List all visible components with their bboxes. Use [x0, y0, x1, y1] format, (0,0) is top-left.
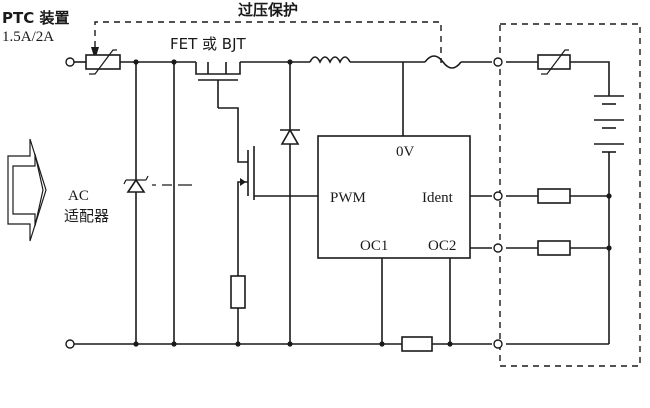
ic-0v-pin-label: 0V — [396, 144, 415, 160]
ic-oc1-pin-label: OC1 — [360, 238, 389, 254]
junction-nodes — [133, 59, 612, 347]
terminals — [65, 57, 503, 349]
ic-ident-pin-label: Ident — [422, 190, 453, 206]
freewheel-diode — [280, 62, 300, 344]
ic-pwm-pin-label: PWM — [330, 190, 366, 206]
overvoltage-feedback-path — [91, 21, 442, 63]
fuse — [424, 55, 462, 69]
oc-resistor — [401, 336, 433, 352]
ptc-device-label: PTC 装置 — [2, 9, 70, 27]
ic-oc2-pin-label: OC2 — [428, 238, 457, 254]
input-branches — [135, 62, 175, 344]
ac-input-arrow — [7, 138, 47, 242]
drive-transistor — [218, 107, 318, 276]
input-ptc-resistor — [85, 49, 121, 75]
fet-bjt-label: FET 或 BJT — [170, 35, 246, 53]
ac-label: AC — [68, 188, 89, 204]
battery-pack — [506, 49, 624, 345]
overvoltage-protection-label: 过压保护 — [238, 1, 299, 19]
ptc-rating-label: 1.5A/2A — [2, 29, 55, 45]
fet-bjt-switch — [195, 62, 241, 108]
adapter-label: 适配器 — [64, 207, 110, 225]
controller-ic — [317, 62, 492, 344]
input-zener-diode — [123, 175, 149, 193]
emitter-resistor — [230, 275, 246, 344]
inductor — [309, 56, 351, 64]
